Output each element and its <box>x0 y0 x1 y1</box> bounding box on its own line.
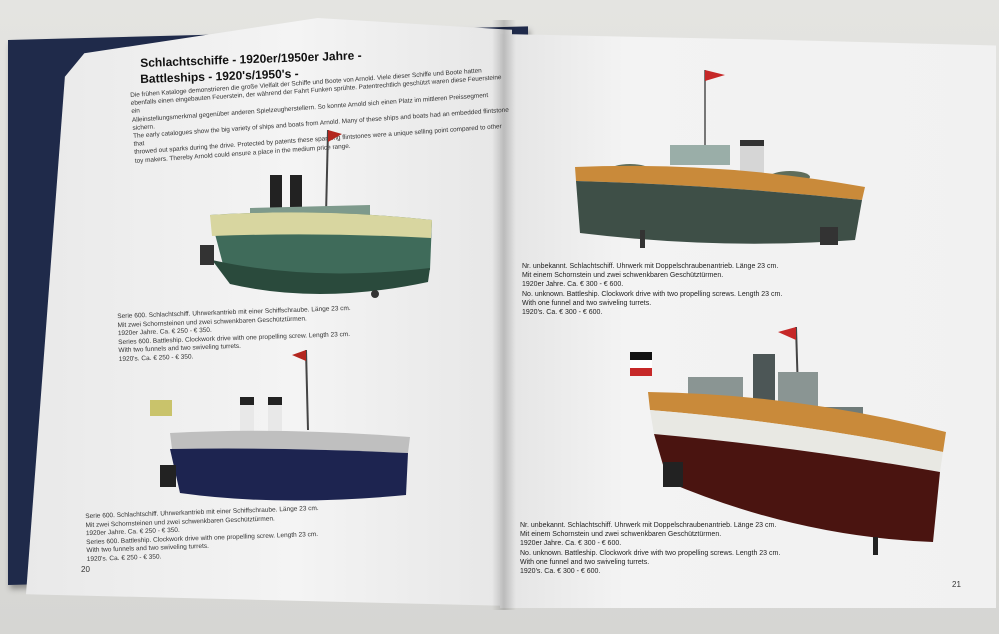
left-page <box>26 18 512 606</box>
caption-line: With one funnel and two swiveling turret… <box>522 299 652 307</box>
caption-right-1: Nr. unbekannt. Schlachtschiff. Uhrwerk m… <box>522 262 782 317</box>
caption-line: 1920's. Ca. € 300 - € 600. <box>520 568 601 576</box>
ship-photo-maroon-battleship <box>630 326 946 555</box>
caption-right-2: Nr. unbekannt. Schlachtschiff. Uhrwerk m… <box>520 521 780 576</box>
ship-photo-green-battleship <box>200 129 432 298</box>
caption-line: Mit einem Schornstein und zwei schwenkba… <box>520 531 722 539</box>
caption-line: 1920er Jahre. Ca. € 300 - € 600. <box>520 540 622 548</box>
caption-line: 1920er Jahre. Ca. € 300 - € 600. <box>522 281 624 289</box>
caption-line: No. unknown. Battleship. Clockwork drive… <box>520 549 781 557</box>
caption-line: With one funnel and two swiveling turret… <box>520 558 650 566</box>
caption-line: Nr. unbekannt. Schlachtschiff. Uhrwerk m… <box>520 522 777 529</box>
ship-photo-navy-battleship <box>150 349 410 501</box>
caption-left-2: Serie 600. Schlachtschiff. Uhrwerkantrie… <box>85 505 320 564</box>
page-number-right: 21 <box>952 580 961 589</box>
caption-line: Mit einem Schornstein und zwei schwenkba… <box>522 272 724 280</box>
caption-line: No. unknown. Battleship. Clockwork drive… <box>522 290 783 298</box>
caption-line: 1920's. Ca. € 300 - € 600. <box>522 309 603 317</box>
ship-photo-orange-deck-battleship <box>575 70 865 248</box>
book-gutter <box>492 20 516 610</box>
page-number-left: 20 <box>81 565 90 574</box>
caption-line: Nr. unbekannt. Schlachtschiff. Uhrwerk m… <box>522 263 779 270</box>
